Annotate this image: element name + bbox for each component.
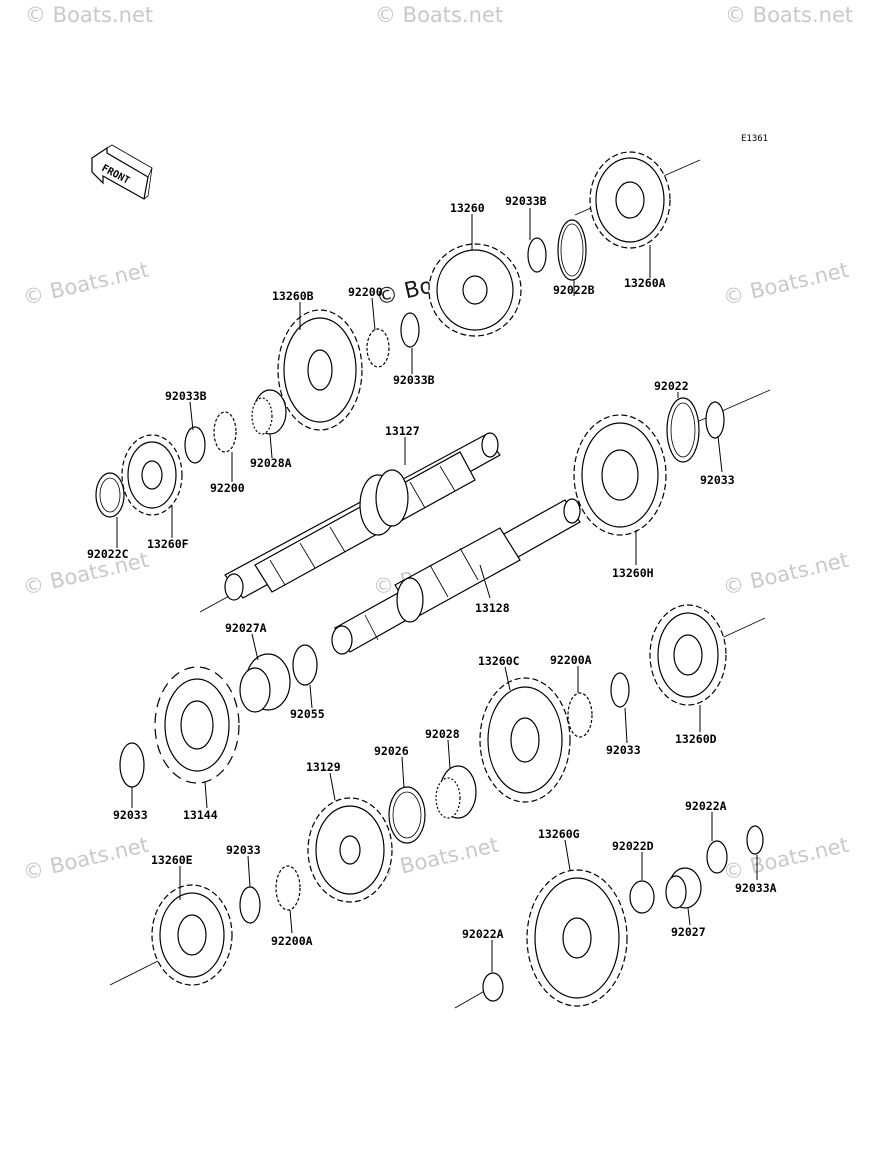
washer-92026 <box>388 786 426 844</box>
label-13260F: 13260F <box>147 537 189 551</box>
label-92033B: 92033B <box>505 194 547 208</box>
gear-13260F <box>121 434 183 516</box>
label-92028A: 92028A <box>250 456 292 470</box>
gear-13129 <box>307 797 393 903</box>
label-92033A: 92033A <box>735 881 777 895</box>
label-13260H: 13260H <box>612 566 654 580</box>
gear-13260B <box>277 309 363 431</box>
label-13260B: 13260B <box>272 289 314 303</box>
label-92022A: 92022A <box>685 799 727 813</box>
label-92033: 92033 <box>700 473 735 487</box>
bush-92027A <box>239 653 291 713</box>
washer-92200A <box>275 865 301 911</box>
watermark: © Boats.net <box>21 258 151 310</box>
label-13127: 13127 <box>385 424 420 438</box>
small-parts <box>95 219 764 1002</box>
label-92022: 92022 <box>654 379 689 393</box>
watermark: © Boats.net <box>725 3 853 27</box>
label-13129: 13129 <box>306 760 341 774</box>
washer-92022C <box>95 472 125 518</box>
shaft-13127 <box>224 432 501 601</box>
gear-13260D <box>649 604 727 706</box>
label-13260C: 13260C <box>478 654 520 668</box>
circlip-92033B <box>527 237 547 273</box>
diagram-code: E1361 <box>741 134 768 144</box>
label-92022A: 92022A <box>462 927 504 941</box>
washer-92200A <box>567 692 593 738</box>
bearing-92028 <box>435 765 477 819</box>
washer-92200 <box>366 328 390 368</box>
washer-92022 <box>666 397 700 463</box>
label-92022D: 92022D <box>612 839 654 853</box>
circlip-92033 <box>239 886 261 924</box>
watermark: © Boats.net <box>21 548 151 600</box>
label-13260G: 13260G <box>538 827 580 841</box>
leader-lines <box>116 208 758 972</box>
label-92033: 92033 <box>113 808 148 822</box>
label-92200: 92200 <box>210 481 245 495</box>
label-13144: 13144 <box>183 808 218 822</box>
shaft-13128 <box>331 498 581 655</box>
washer-92022D <box>629 880 655 914</box>
washer-92022B <box>557 219 587 281</box>
gear-13260E <box>151 884 233 986</box>
label-92027A: 92027A <box>225 621 267 635</box>
label-13260D: 13260D <box>675 732 717 746</box>
watermark: © Boats.net <box>25 3 153 27</box>
circlip-92033B <box>400 312 420 348</box>
label-13260E: 13260E <box>151 853 193 867</box>
label-92027: 92027 <box>671 925 706 939</box>
watermark: © Boats.net <box>721 258 851 310</box>
label-13260: 13260 <box>450 201 485 215</box>
gear-13260H <box>573 414 667 536</box>
gear-13260C <box>479 677 571 803</box>
label-92022C: 92022C <box>87 547 129 561</box>
label-13128: 13128 <box>475 601 510 615</box>
ring-92055 <box>292 644 318 686</box>
label-92026: 92026 <box>374 744 409 758</box>
label-92200A: 92200A <box>550 653 592 667</box>
circlip-92033 <box>610 672 630 708</box>
label-92033B: 92033B <box>393 373 435 387</box>
label-92033: 92033 <box>606 743 641 757</box>
washer-92022A <box>706 840 728 874</box>
label-92022B: 92022B <box>553 283 595 297</box>
label-92055: 92055 <box>290 707 325 721</box>
gear-13260A <box>589 151 671 249</box>
circlip-92033B <box>184 426 206 464</box>
gear-13260G <box>526 869 628 1007</box>
watermark: © Boats.net <box>721 833 851 885</box>
sprocket-13144 <box>154 666 240 784</box>
watermark: © Boats.net <box>721 548 851 600</box>
front-arrow-icon: FRONT <box>91 144 153 200</box>
bearing-92028A <box>251 389 287 435</box>
watermark: © Boats.net <box>21 833 151 885</box>
label-92200: 92200 <box>348 285 383 299</box>
gear-13260 <box>428 243 522 337</box>
label-13260A: 13260A <box>624 276 666 290</box>
label-92033: 92033 <box>226 843 261 857</box>
label-92200A: 92200A <box>271 934 313 948</box>
washer-92200 <box>213 411 237 453</box>
watermark: © Boats.net <box>375 3 503 27</box>
gears <box>121 151 727 1007</box>
label-92033B: 92033B <box>165 389 207 403</box>
washer-92022A <box>482 972 504 1002</box>
label-92028: 92028 <box>425 727 460 741</box>
circlip-92033 <box>705 401 725 439</box>
circlip-92033A <box>746 825 764 855</box>
circlip-92033 <box>119 742 145 788</box>
part-labels: 13260 92033B 92022B 13260A 13260B 92200 … <box>87 194 777 948</box>
bush-92027 <box>665 867 702 909</box>
